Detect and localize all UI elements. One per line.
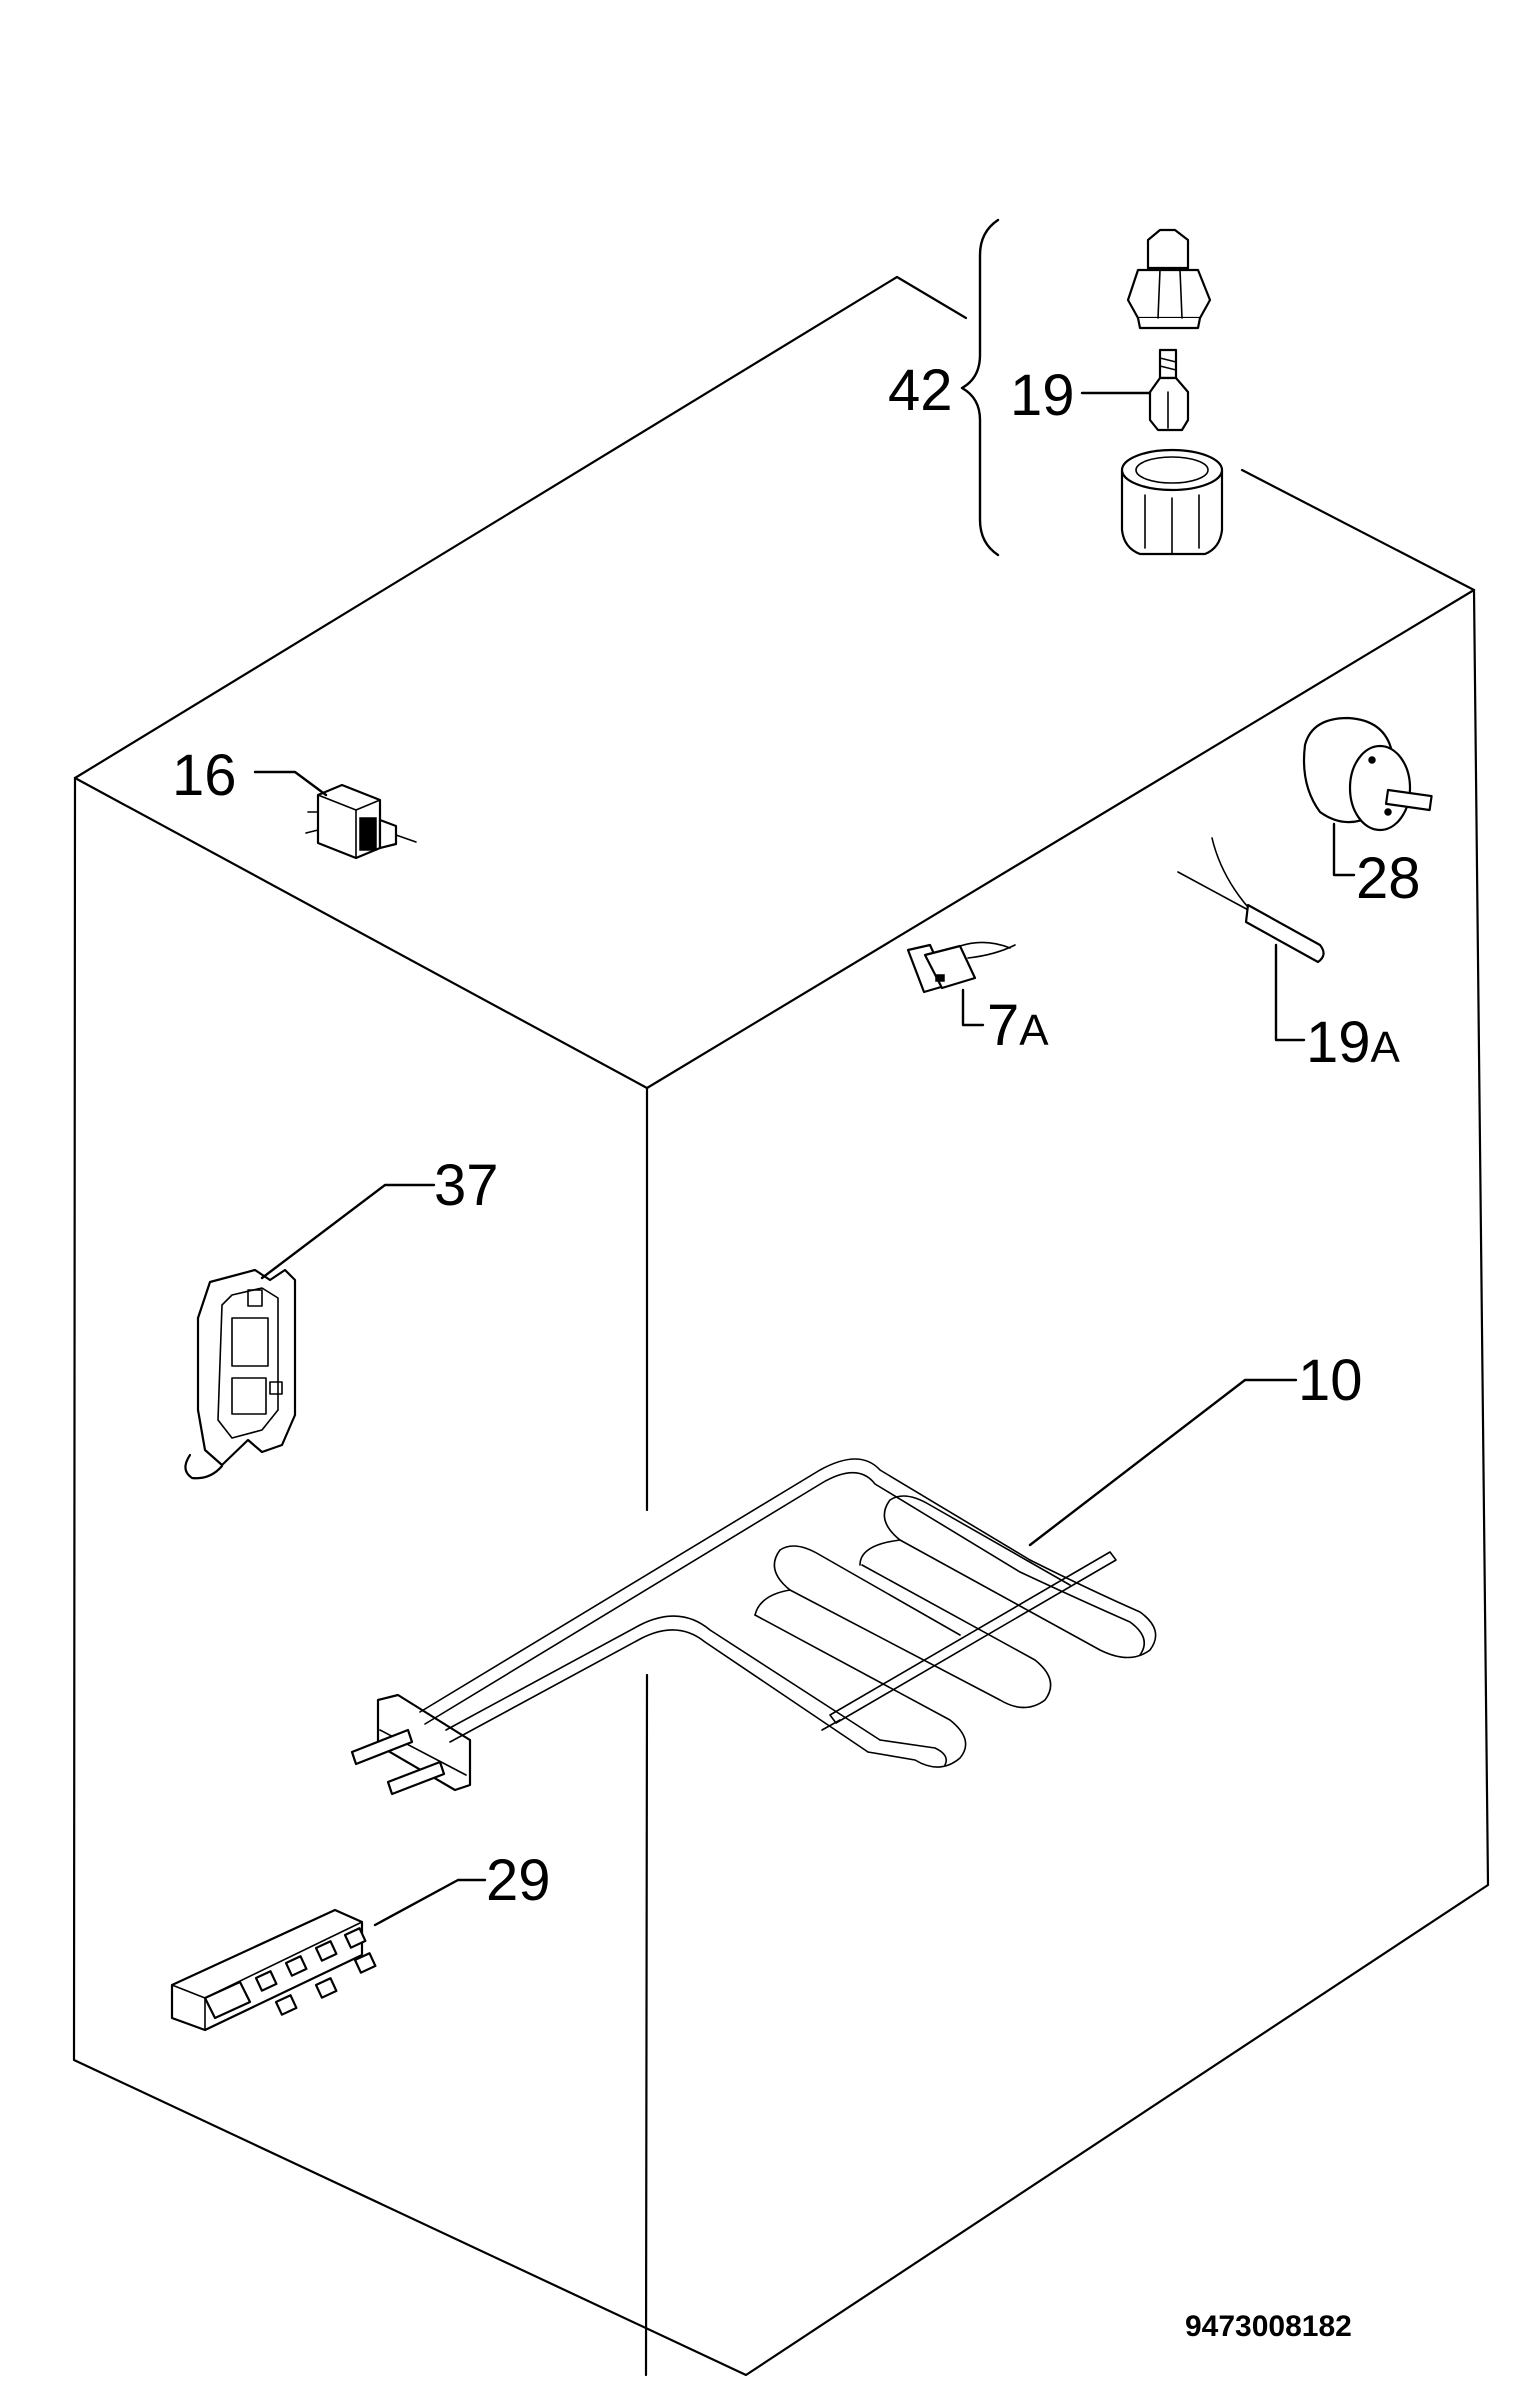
document-number: 9473008182 — [1185, 2310, 1352, 2343]
ignition-module-part — [170, 1908, 377, 2032]
callout-16: 16 — [172, 743, 237, 808]
callout-10: 10 — [1298, 1348, 1363, 1413]
callout-19: 19 — [1010, 363, 1075, 428]
callout-42: 42 — [888, 358, 953, 423]
callout-19a: 19A — [1306, 1010, 1401, 1075]
thermostat-part — [1302, 716, 1433, 832]
leader-29 — [373, 1878, 487, 1927]
leader-10 — [1028, 1378, 1298, 1547]
callout-28: 28 — [1356, 846, 1421, 911]
lamp-cap-part — [1126, 228, 1212, 330]
leader-7a — [961, 988, 985, 1027]
leader-16 — [253, 770, 328, 797]
microswitch-part — [906, 941, 1016, 994]
bracket-42 — [960, 218, 1000, 557]
push-switch-part — [305, 783, 417, 860]
callout-29: 29 — [486, 1848, 551, 1913]
leader-19a — [1274, 943, 1306, 1042]
grill-element-part — [350, 1458, 1157, 1796]
callout-7a: 7A — [987, 993, 1049, 1058]
callout-37: 37 — [434, 1153, 499, 1218]
leader-37 — [260, 1183, 436, 1280]
lamp-bulb-part — [1148, 348, 1190, 432]
control-board-part — [184, 1268, 297, 1480]
leader-28 — [1332, 822, 1356, 877]
cabinet-outline — [72, 275, 1490, 2377]
temperature-sensor-part — [1177, 837, 1325, 964]
lamp-base-part — [1120, 448, 1224, 556]
